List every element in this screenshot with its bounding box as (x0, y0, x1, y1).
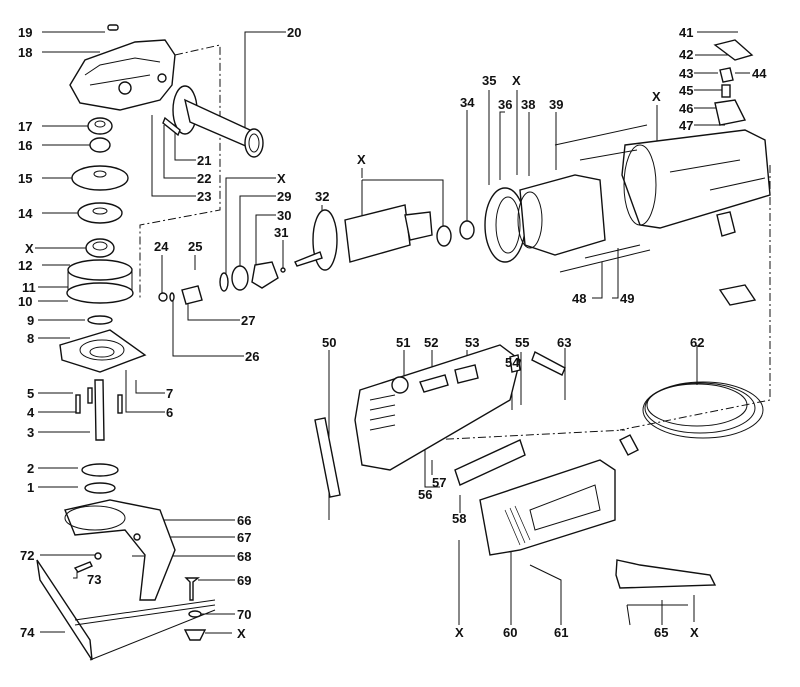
callout-43: 43 (679, 66, 694, 81)
callout-17: 17 (18, 119, 33, 134)
callout-9: 9 (27, 313, 35, 328)
callout-24: 24 (154, 239, 169, 254)
handle-housing (314, 344, 566, 498)
callout-67: 67 (237, 530, 252, 545)
callout-56: 56 (418, 487, 433, 502)
callout-52: 52 (424, 335, 439, 350)
callout-51: 51 (396, 335, 411, 350)
callout-25: 25 (188, 239, 203, 254)
guide-frame (36, 559, 216, 661)
callout-30: 30 (277, 208, 292, 223)
callout-54: 54 (505, 355, 520, 370)
callout-23: 23 (197, 189, 212, 204)
callout-x-housing: X (652, 89, 661, 104)
callout-74: 74 (20, 625, 35, 640)
motor-housing (621, 129, 771, 229)
callout-16: 16 (18, 138, 33, 153)
callout-22: 22 (197, 171, 212, 186)
callout-73: 73 (87, 572, 102, 587)
callout-49: 49 (620, 291, 635, 306)
callout-53: 53 (465, 335, 480, 350)
callout-61: 61 (554, 625, 569, 640)
callout-62: 62 (690, 335, 705, 350)
callout-69: 69 (237, 573, 252, 588)
callout-57: 57 (432, 475, 447, 490)
callout-39: 39 (549, 97, 564, 112)
callout-46: 46 (679, 101, 694, 116)
hex-key (626, 604, 688, 626)
callout-x-handle: X (455, 625, 464, 640)
callout-4: 4 (27, 405, 35, 420)
callout-14: 14 (18, 206, 33, 221)
callout-27: 27 (241, 313, 256, 328)
callout-x-knob: X (237, 626, 246, 641)
callout-38: 38 (521, 97, 536, 112)
callout-35: 35 (482, 73, 497, 88)
callout-11: 11 (22, 280, 36, 295)
callout-3: 3 (27, 425, 35, 440)
brush-wires (554, 124, 651, 273)
callout-32: 32 (315, 189, 330, 204)
field-coil (517, 174, 606, 256)
callout-41: 41 (679, 25, 694, 40)
power-cord (619, 381, 764, 456)
callout-5: 5 (27, 386, 35, 401)
callout-x-29: X (277, 171, 286, 186)
callout-2: 2 (27, 461, 35, 476)
callout-63: 63 (557, 335, 572, 350)
callout-60: 60 (503, 625, 518, 640)
callout-66: 66 (237, 513, 252, 528)
callout-42: 42 (679, 47, 694, 62)
small-guard-parts (73, 533, 207, 641)
callout-26: 26 (245, 349, 260, 364)
callout-45: 45 (679, 83, 694, 98)
armature (294, 204, 475, 271)
callout-31: 31 (274, 225, 289, 240)
callout-50: 50 (322, 335, 337, 350)
callout-6: 6 (166, 405, 174, 420)
callout-21: 21 (197, 153, 212, 168)
callout-72: 72 (20, 548, 35, 563)
callout-29: 29 (277, 189, 292, 204)
spindle-stack-parts (59, 117, 147, 494)
callout-x-bearing: X (25, 241, 34, 256)
spanner-wrench (615, 559, 717, 589)
callout-8: 8 (27, 331, 35, 346)
leader-lines (35, 31, 750, 634)
callout-36: 36 (498, 97, 513, 112)
callout-18: 18 (18, 45, 33, 60)
callout-44: 44 (752, 66, 767, 81)
callout-10: 10 (18, 294, 33, 309)
callout-x-armature: X (357, 152, 366, 167)
callout-48: 48 (572, 291, 587, 306)
callout-65: 65 (654, 625, 669, 640)
callout-12: 12 (18, 258, 33, 273)
callout-58: 58 (452, 511, 467, 526)
side-handle (162, 85, 264, 158)
callout-7: 7 (166, 386, 174, 401)
switch-parts (713, 39, 757, 306)
callout-1: 1 (27, 480, 35, 495)
callout-34: 34 (460, 95, 475, 110)
callout-68: 68 (237, 549, 252, 564)
callout-47: 47 (679, 118, 694, 133)
gear-head-housing (69, 24, 176, 111)
pinion-parts (158, 261, 286, 305)
alignment-lines (139, 44, 771, 441)
callout-x-wrench: X (690, 625, 699, 640)
callout-x-36: X (512, 73, 521, 88)
callout-55: 55 (515, 335, 530, 350)
handle-cover (454, 439, 616, 556)
wheel-guard (64, 499, 176, 601)
callout-20: 20 (287, 25, 302, 40)
callout-70: 70 (237, 607, 252, 622)
callout-15: 15 (18, 171, 33, 186)
fan-baffle (484, 187, 526, 263)
callout-19: 19 (18, 25, 33, 40)
